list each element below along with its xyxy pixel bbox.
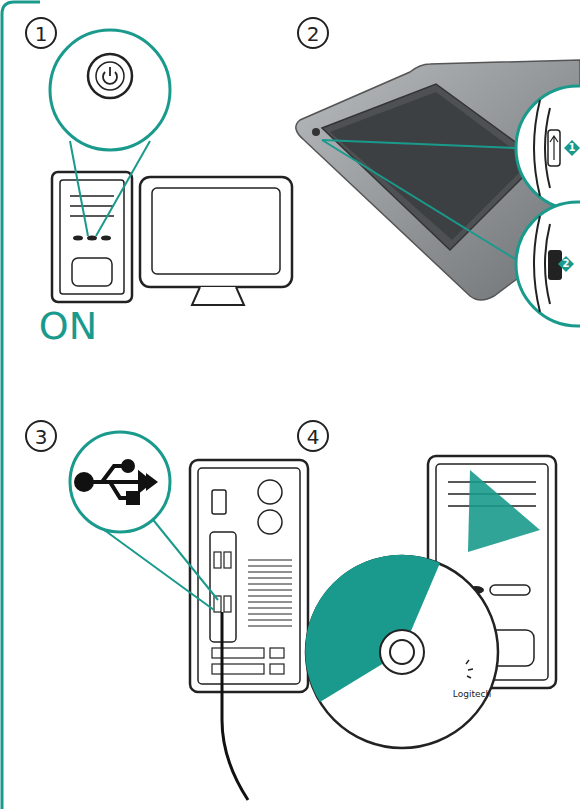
callout-number: 1 <box>569 143 576 153</box>
vent-line <box>248 590 292 591</box>
power-state: ON <box>39 307 97 345</box>
vent-line <box>248 560 292 561</box>
vent-line <box>248 614 292 615</box>
vent-line <box>248 578 292 579</box>
callout-number: 2 <box>563 259 570 269</box>
step-number: 4 <box>307 427 320 447</box>
vent-line <box>248 608 292 609</box>
vent-line <box>248 596 292 597</box>
step-number: 1 <box>35 24 48 44</box>
step-number: 2 <box>307 24 320 44</box>
vent-line <box>248 620 292 621</box>
vent-line <box>248 626 292 627</box>
vent-line <box>248 572 292 573</box>
vent-line <box>248 602 292 603</box>
vent-line <box>248 584 292 585</box>
step-number: 3 <box>35 427 48 447</box>
brand-name: Logitech <box>453 690 491 699</box>
vent-line <box>248 566 292 567</box>
